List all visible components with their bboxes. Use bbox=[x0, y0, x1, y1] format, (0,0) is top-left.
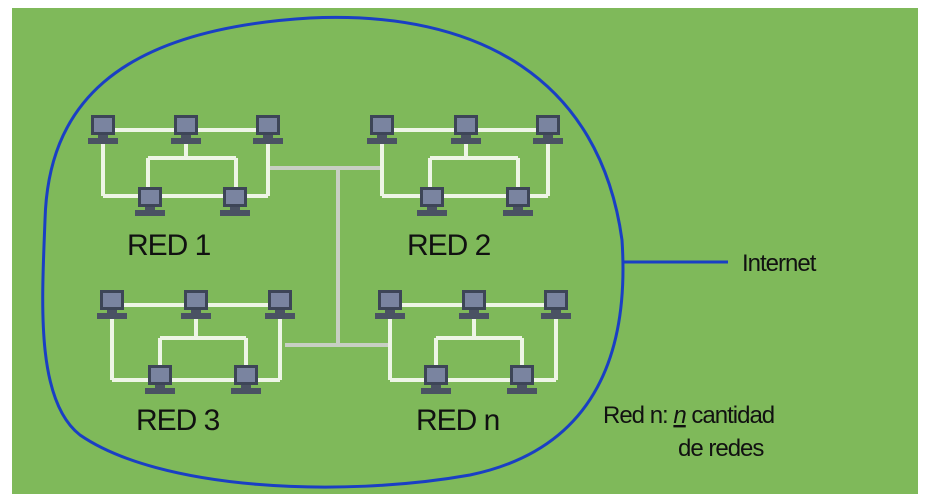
desktop-computer-icon bbox=[220, 187, 250, 216]
note-line-1: Red n: n cantidad bbox=[603, 402, 774, 429]
desktop-computer-icon bbox=[88, 115, 118, 144]
desktop-computer-icon bbox=[533, 115, 563, 144]
network-label: RED 3 bbox=[136, 404, 220, 437]
internet-boundary bbox=[41, 15, 625, 489]
desktop-computer-icon bbox=[145, 365, 175, 394]
network-red-2: RED 2 bbox=[367, 115, 563, 262]
desktop-computer-icon bbox=[181, 290, 211, 319]
desktop-computer-icon bbox=[459, 290, 489, 319]
network-label: RED 1 bbox=[127, 229, 211, 262]
internet-label: Internet bbox=[742, 250, 817, 277]
backbone bbox=[270, 166, 390, 347]
network-red-n: RED n bbox=[375, 290, 571, 437]
desktop-computer-icon bbox=[265, 290, 295, 319]
desktop-computer-icon bbox=[421, 365, 451, 394]
desktop-computer-icon bbox=[541, 290, 571, 319]
network-red-3: RED 3 bbox=[97, 290, 295, 437]
desktop-computer-icon bbox=[507, 365, 537, 394]
desktop-computer-icon bbox=[97, 290, 127, 319]
desktop-computer-icon bbox=[231, 365, 261, 394]
desktop-computer-icon bbox=[451, 115, 481, 144]
note-line-2: de redes bbox=[678, 435, 764, 462]
desktop-computer-icon bbox=[253, 115, 283, 144]
desktop-computer-icon bbox=[171, 115, 201, 144]
desktop-computer-icon bbox=[135, 187, 165, 216]
network-label: RED 2 bbox=[407, 229, 491, 262]
diagram-canvas bbox=[12, 8, 918, 494]
desktop-computer-icon bbox=[375, 290, 405, 319]
desktop-computer-icon bbox=[503, 187, 533, 216]
desktop-computer-icon bbox=[417, 187, 447, 216]
desktop-computer-icon bbox=[367, 115, 397, 144]
network-red-1: RED 1 bbox=[88, 115, 283, 262]
network-label: RED n bbox=[416, 404, 499, 437]
